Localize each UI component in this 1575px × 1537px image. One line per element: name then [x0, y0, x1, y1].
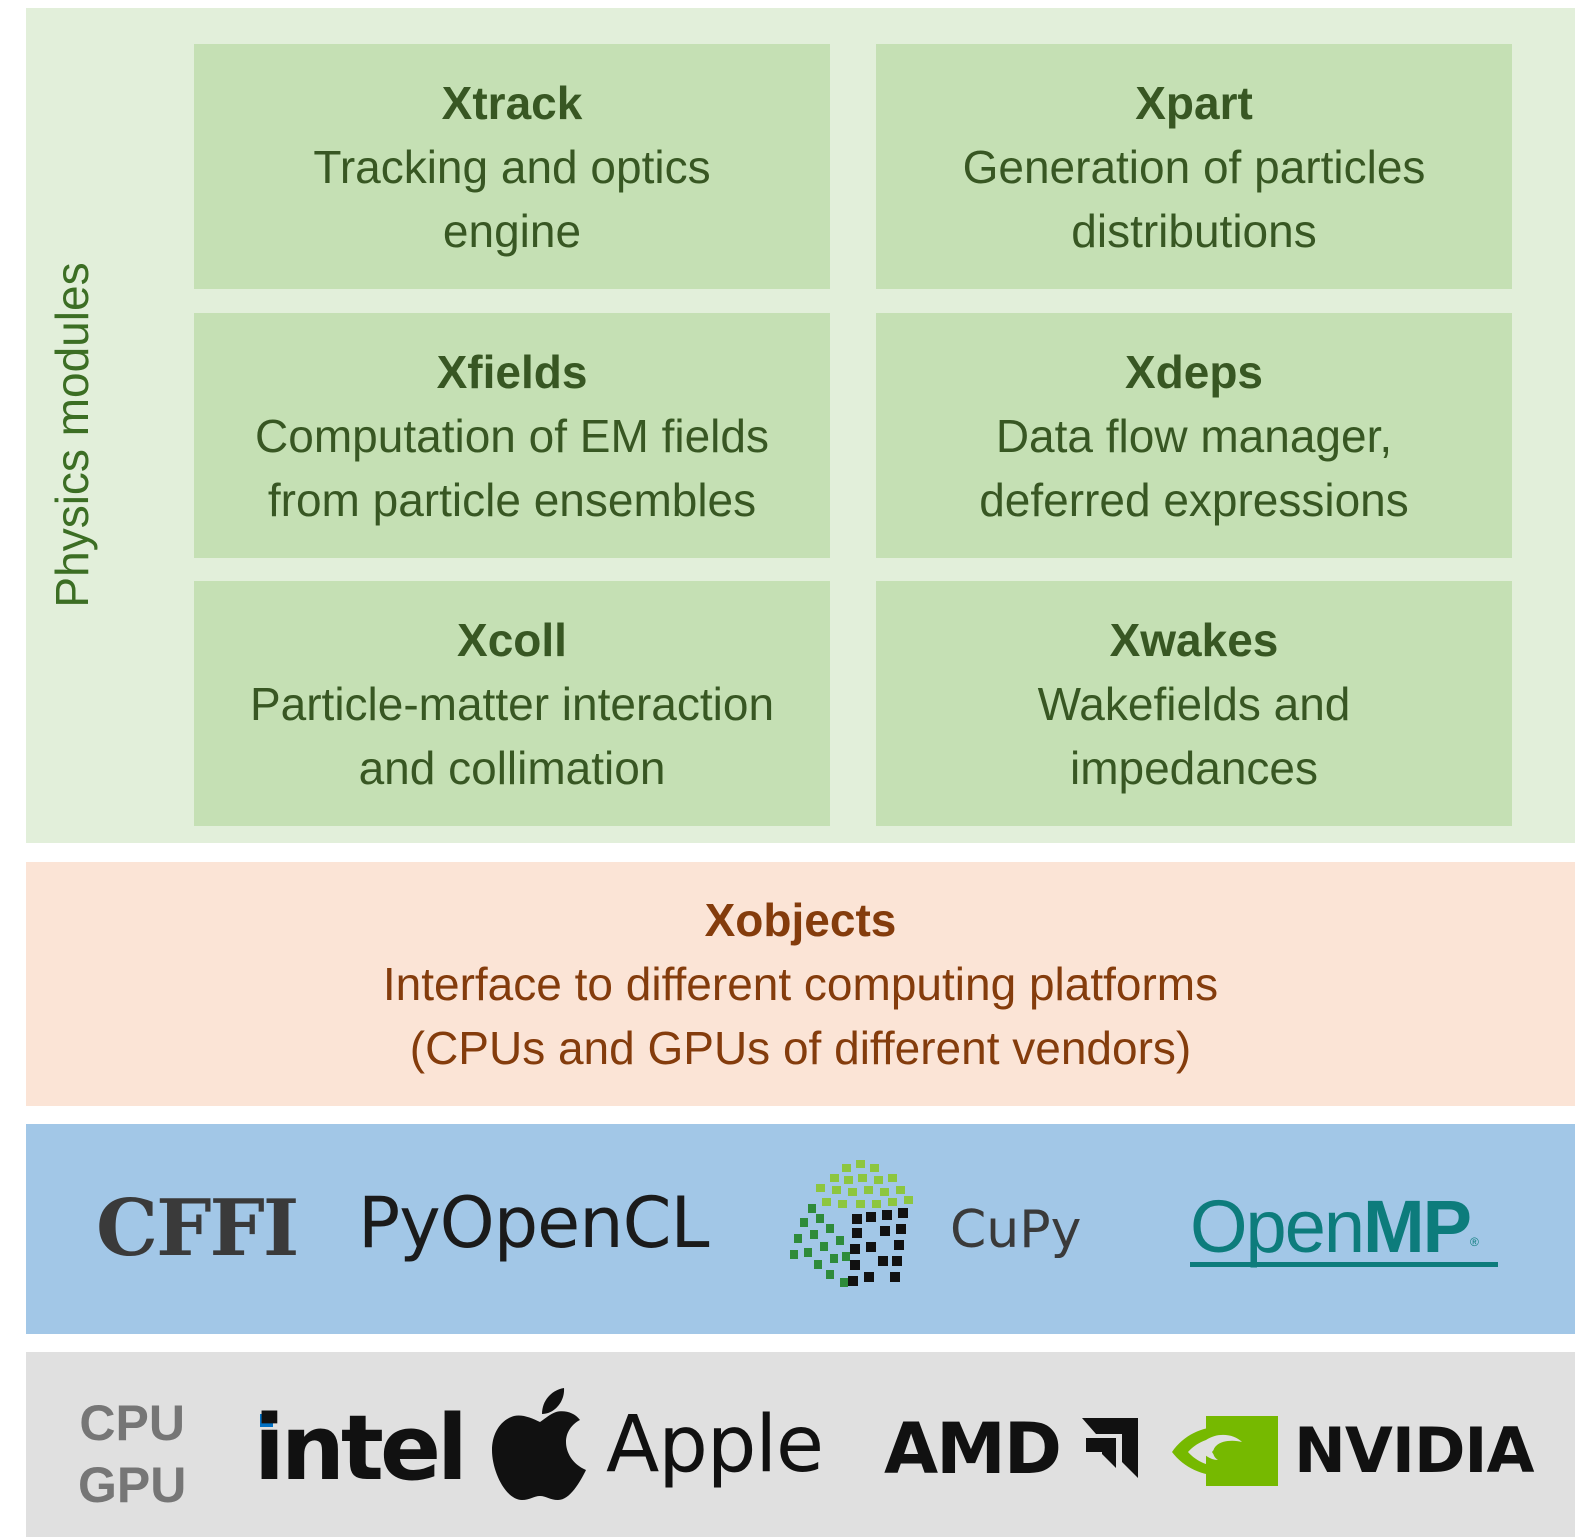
module-desc-line: Data flow manager, — [995, 409, 1393, 462]
module-name: Xpart — [1135, 76, 1253, 129]
xobjects-layer: Xobjects Interface to different computin… — [26, 862, 1575, 1106]
hardware-layer: CPU GPU intel Apple AMD NVIDIA — [26, 1352, 1575, 1537]
cupy-logo-text: CuPy — [950, 1200, 1082, 1260]
cupy-cube-top — [816, 1160, 913, 1208]
openmp-open-text: Open — [1190, 1185, 1365, 1268]
module-xcoll: Xcoll Particle-matter interaction and co… — [194, 581, 830, 826]
module-name: Xdeps — [1124, 345, 1264, 398]
gpu-label: GPU — [78, 1457, 187, 1513]
amd-arrow-icon — [1082, 1418, 1138, 1478]
xobjects-title: Xobjects — [704, 894, 897, 946]
module-xdeps: Xdeps Data flow manager, deferred expres… — [876, 313, 1512, 558]
apple-logo-text: Apple — [606, 1400, 824, 1490]
physics-modules-layer: Physics modules Xtrack Tracking and opti… — [26, 8, 1575, 843]
physics-modules-label: Physics modules — [46, 262, 98, 608]
module-name: Xfields — [436, 345, 588, 398]
module-xtrack: Xtrack Tracking and optics engine — [194, 44, 830, 289]
module-desc-line: engine — [442, 204, 582, 257]
module-desc-line: Computation of EM fields — [255, 409, 769, 462]
cffi-logo: CFFI — [96, 1183, 299, 1274]
module-xwakes: Xwakes Wakefields and impedances — [876, 581, 1512, 826]
xobjects-desc-line: Interface to different computing platfor… — [382, 958, 1219, 1010]
module-xfields: Xfields Computation of EM fields from pa… — [194, 313, 830, 558]
openmp-underline — [1190, 1262, 1498, 1267]
cupy-cube-left — [790, 1204, 850, 1287]
openmp-logo: OpenMP® — [1190, 1190, 1479, 1264]
openmp-registered-mark: ® — [1470, 1235, 1479, 1249]
module-xpart: Xpart Generation of particles distributi… — [876, 44, 1512, 289]
module-desc-line: Wakefields and — [1037, 677, 1351, 730]
module-desc-line: Particle-matter interaction — [249, 677, 775, 730]
module-desc-line: Tracking and optics — [313, 140, 711, 193]
module-name: Xcoll — [457, 613, 567, 666]
cupy-cube-icon — [790, 1160, 913, 1287]
pyopencl-logo: PyOpenCL — [358, 1182, 709, 1264]
module-desc-line: impedances — [1069, 741, 1319, 794]
cpu-gpu-label: CPU GPU — [78, 1392, 186, 1516]
openmp-mp-text: MP — [1363, 1185, 1472, 1268]
nvidia-eye-icon — [1172, 1416, 1278, 1486]
xobjects-desc-line: (CPUs and GPUs of different vendors) — [409, 1022, 1192, 1074]
cpu-label: CPU — [79, 1395, 185, 1451]
module-desc-line: Generation of particles — [962, 140, 1426, 193]
module-name: Xwakes — [1109, 613, 1279, 666]
module-name: Xtrack — [441, 76, 583, 129]
module-desc-line: and collimation — [358, 741, 666, 794]
backends-layer: CFFI PyOpenCL CuPy OpenMP® — [26, 1124, 1575, 1334]
amd-logo-text: AMD — [884, 1408, 1062, 1490]
module-desc-line: deferred expressions — [979, 473, 1409, 526]
intel-logo: intel — [254, 1396, 468, 1501]
cupy-cube-right — [848, 1208, 908, 1286]
module-desc-line: distributions — [1071, 204, 1317, 257]
xobjects-text-block: Xobjects Interface to different computin… — [26, 862, 1575, 1106]
intel-dot-icon — [260, 1414, 273, 1427]
nvidia-logo-text: NVIDIA — [1294, 1414, 1534, 1487]
module-desc-line: from particle ensembles — [267, 473, 757, 526]
apple-icon — [492, 1388, 586, 1500]
